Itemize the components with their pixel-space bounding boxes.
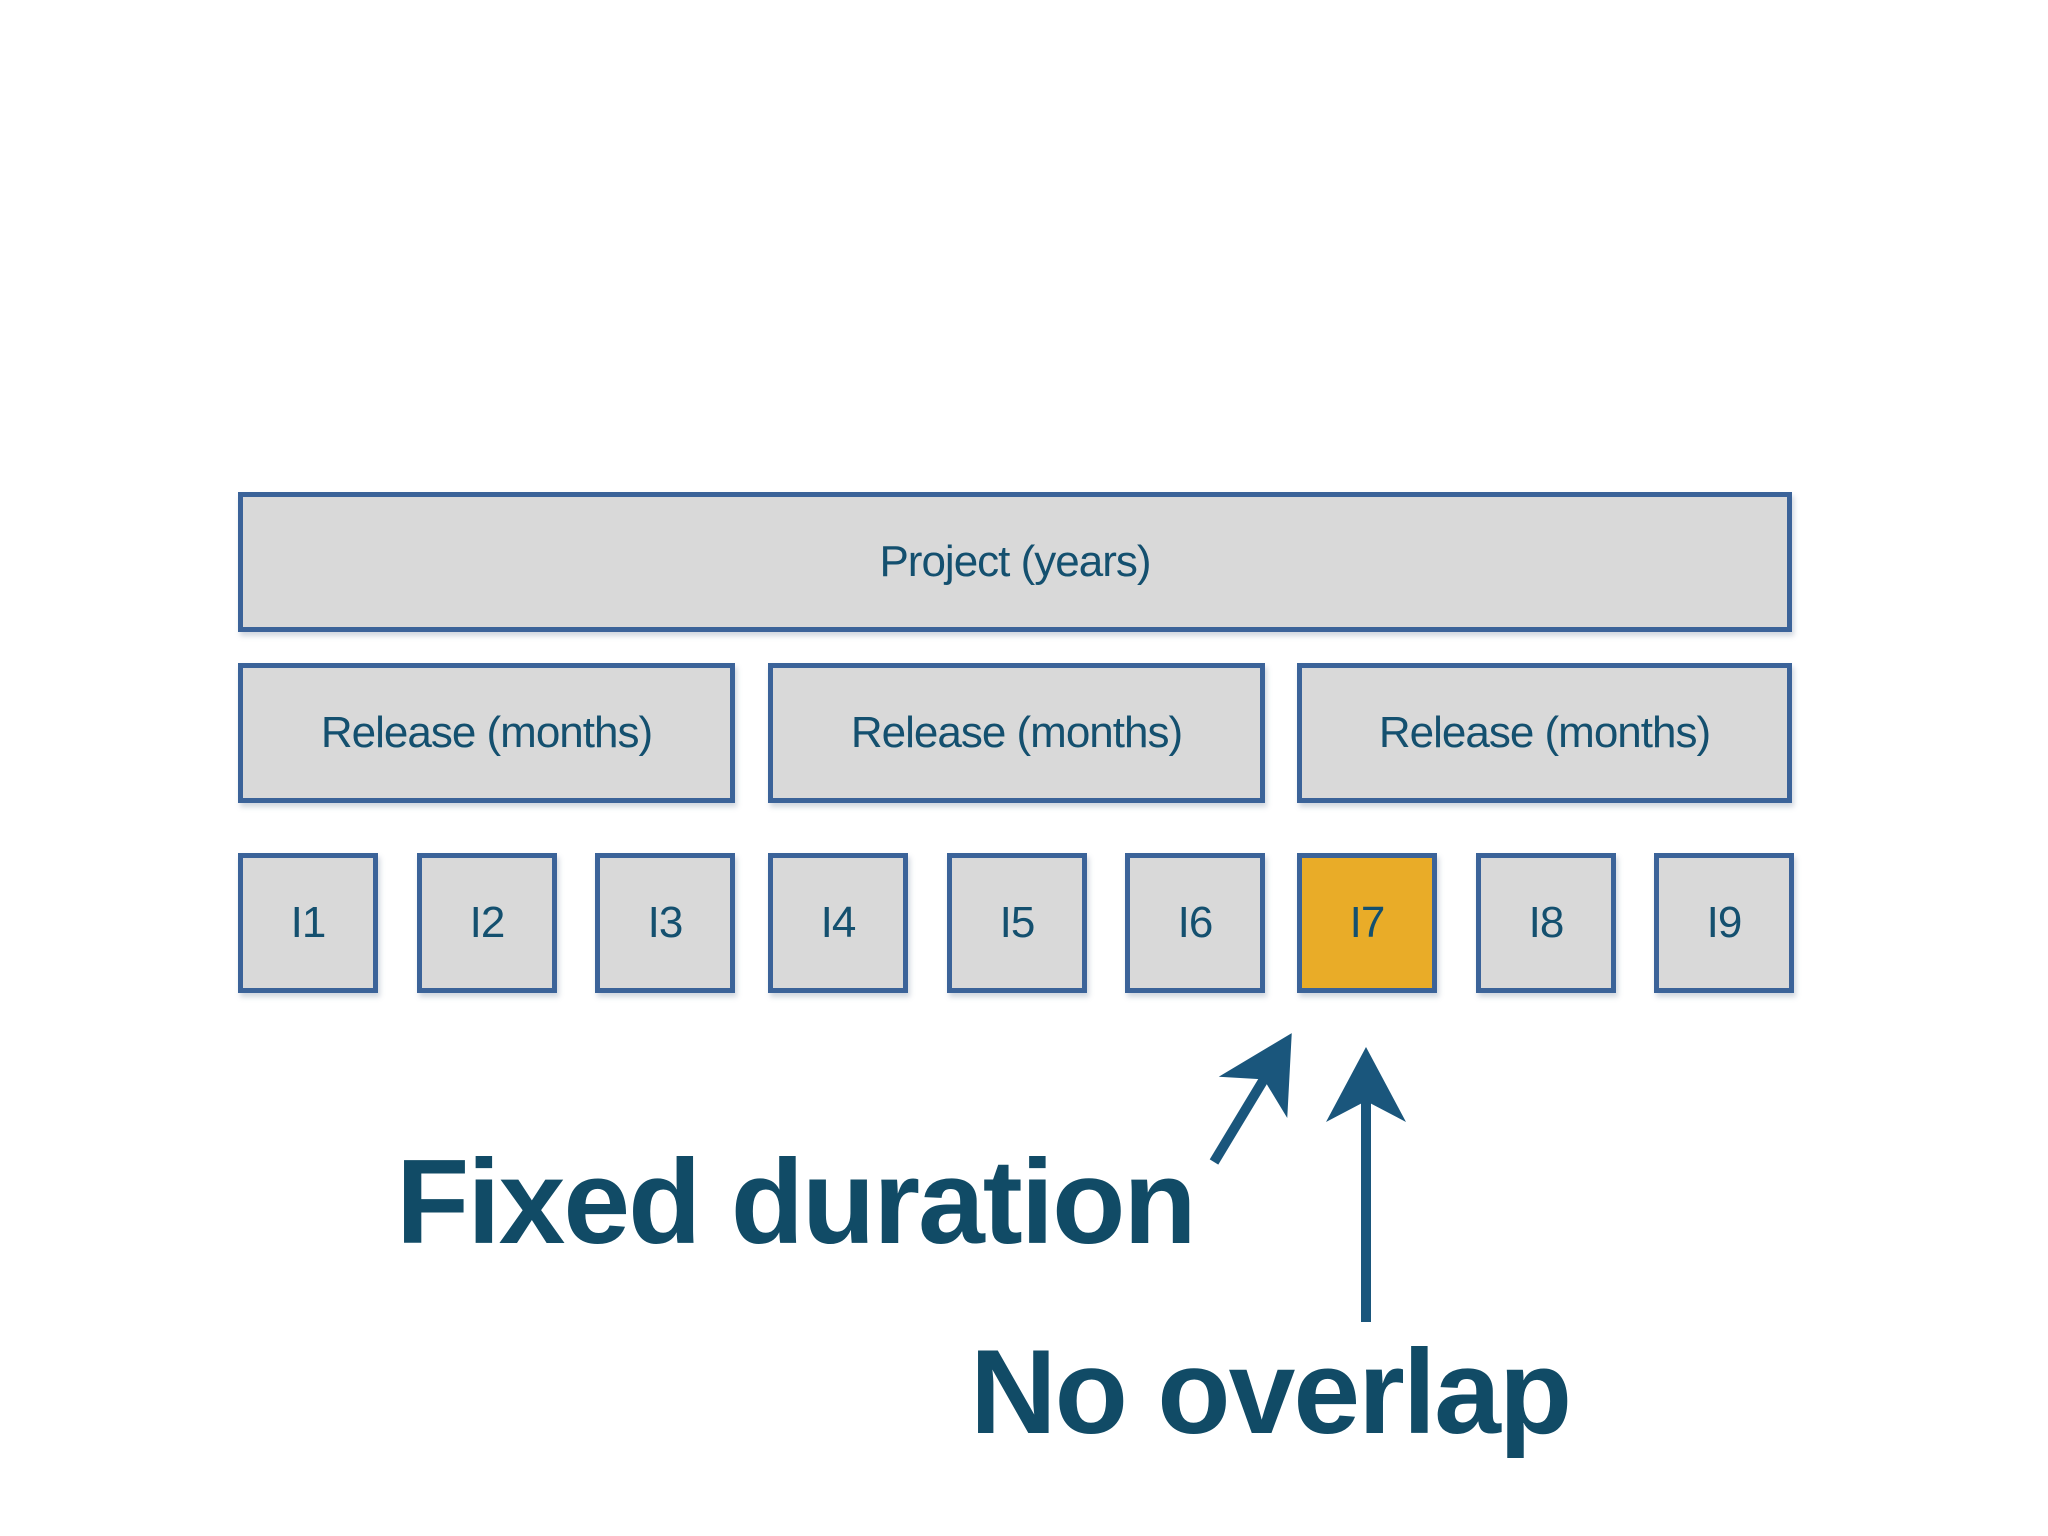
fixed-duration-arrow-icon xyxy=(1209,1033,1292,1165)
project-box: Project (years) xyxy=(238,492,1792,632)
iteration-label-2: I2 xyxy=(469,898,506,947)
iteration-box-3: I3 xyxy=(595,853,735,993)
no-overlap-label: No overlap xyxy=(970,1325,1572,1459)
project-label: Project (years) xyxy=(879,537,1151,586)
iteration-label-7: I7 xyxy=(1349,898,1386,947)
iteration-label-9: I9 xyxy=(1706,898,1743,947)
release-label-1: Release (months) xyxy=(320,708,653,757)
fixed-duration-label: Fixed duration xyxy=(396,1135,1197,1269)
release-label-3: Release (months) xyxy=(1378,708,1711,757)
iteration-label-6: I6 xyxy=(1177,898,1214,947)
iteration-box-5: I5 xyxy=(947,853,1087,993)
iteration-box-8: I8 xyxy=(1476,853,1616,993)
iteration-label-1: I1 xyxy=(290,898,327,947)
iteration-box-6: I6 xyxy=(1125,853,1265,993)
iteration-label-4: I4 xyxy=(820,898,857,947)
release-box-2: Release (months) xyxy=(768,663,1265,803)
iteration-box-4: I4 xyxy=(768,853,908,993)
release-box-3: Release (months) xyxy=(1297,663,1792,803)
iteration-label-3: I3 xyxy=(647,898,684,947)
iteration-label-8: I8 xyxy=(1528,898,1565,947)
release-label-2: Release (months) xyxy=(850,708,1183,757)
iteration-box-9: I9 xyxy=(1654,853,1794,993)
iteration-box-7-highlighted: I7 xyxy=(1297,853,1437,993)
iteration-box-2: I2 xyxy=(417,853,557,993)
iteration-box-1: I1 xyxy=(238,853,378,993)
iteration-label-5: I5 xyxy=(999,898,1036,947)
release-box-1: Release (months) xyxy=(238,663,735,803)
